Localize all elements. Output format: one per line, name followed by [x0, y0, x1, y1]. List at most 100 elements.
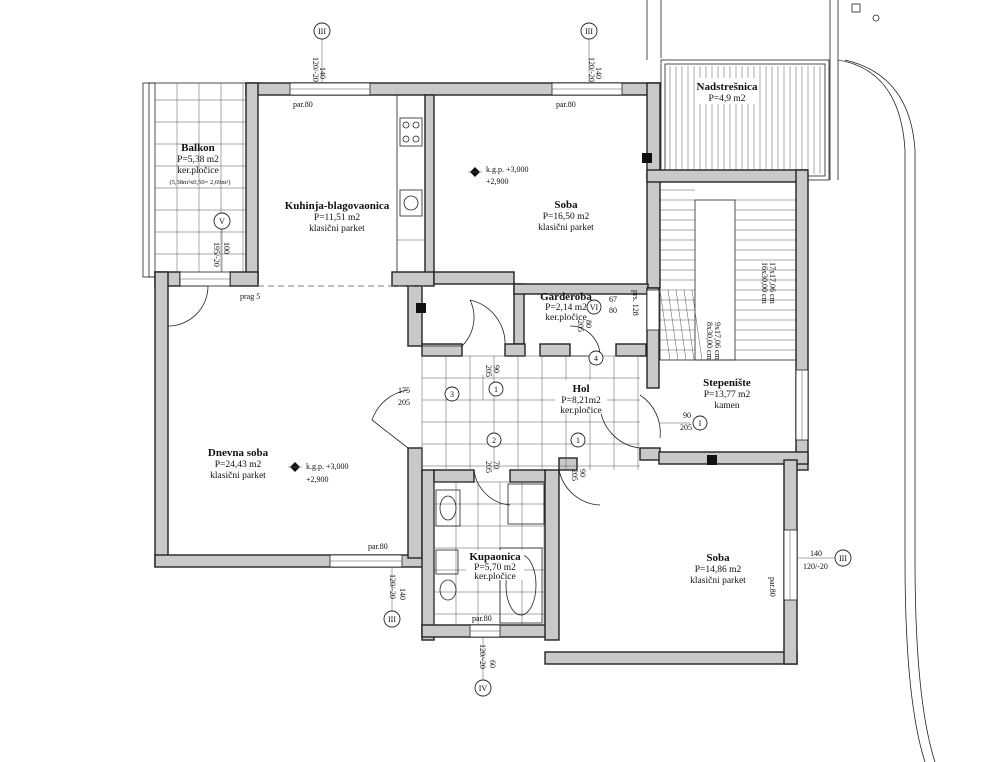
- svg-text:Stepenište: Stepenište: [703, 377, 751, 389]
- svg-text:VI: VI: [590, 303, 599, 312]
- column-1: [642, 153, 652, 163]
- room-label-soba-2: Soba P=14,86 m2 klasični parket: [690, 552, 746, 586]
- section-marker-III-right: III: [834, 549, 852, 567]
- svg-text:4: 4: [594, 354, 598, 363]
- svg-text:par.80: par.80: [472, 614, 492, 623]
- svg-text:Soba: Soba: [554, 199, 578, 211]
- svg-text:P=2,14 m2: P=2,14 m2: [545, 303, 587, 313]
- svg-text:120/-20: 120/-20: [478, 644, 487, 669]
- svg-text:(5,38m²x0,50= 2,69m²): (5,38m²x0,50= 2,69m²): [169, 179, 230, 186]
- section-marker-III-top-left: III: [313, 22, 331, 40]
- svg-text:140: 140: [594, 67, 603, 79]
- svg-text:I: I: [699, 419, 702, 428]
- room-label-nadstresnica: Nadstrešnica P=4,9 m2: [697, 78, 758, 104]
- svg-text:120/-20: 120/-20: [311, 57, 320, 82]
- svg-text:100: 100: [222, 242, 231, 254]
- section-marker-III-bottom: III: [383, 610, 401, 628]
- room-label-dnevna: Dnevna soba P=24,43 m2 klasični parket: [208, 447, 269, 481]
- svg-text:Balkon: Balkon: [181, 142, 215, 154]
- svg-text:ker.pločice: ker.pločice: [545, 313, 586, 323]
- svg-text:140: 140: [810, 549, 822, 558]
- svg-text:par.80: par.80: [556, 100, 576, 109]
- svg-text:90: 90: [683, 411, 691, 420]
- level-marker-lower: k.g.p. +3,000 +2,900: [288, 462, 349, 484]
- walls: [154, 82, 809, 665]
- svg-text:P=8,21m2: P=8,21m2: [561, 396, 601, 406]
- column-3: [707, 455, 717, 465]
- svg-text:III: III: [839, 554, 847, 563]
- svg-text:2: 2: [492, 436, 496, 445]
- svg-text:par.80: par.80: [368, 542, 388, 551]
- svg-text:ker.pločice: ker.pločice: [474, 572, 515, 582]
- svg-text:Hol: Hol: [572, 383, 589, 395]
- svg-text:Kupaonica: Kupaonica: [469, 551, 521, 563]
- level-marker-upper: k.g.p. +3,000 +2,900: [468, 165, 529, 186]
- svg-text:175: 175: [398, 386, 410, 395]
- svg-text:Kuhinja-blagovaonica: Kuhinja-blagovaonica: [285, 200, 390, 212]
- section-marker-I: I: [692, 415, 708, 431]
- svg-text:V: V: [219, 217, 225, 226]
- svg-text:prs. 128: prs. 128: [631, 290, 640, 316]
- svg-text:Soba: Soba: [706, 552, 730, 564]
- svg-text:par.80: par.80: [768, 577, 777, 597]
- svg-text:klasični parket: klasični parket: [538, 223, 594, 233]
- svg-text:1: 1: [576, 436, 580, 445]
- room-label-stepeniste: Stepenište P=13,77 m2 kamen: [703, 377, 751, 411]
- svg-text:16x30,00 cm: 16x30,00 cm: [760, 262, 769, 305]
- section-marker-IV: IV: [474, 679, 492, 697]
- svg-text:k.g.p. +3,000: k.g.p. +3,000: [486, 165, 529, 174]
- axis-lines: [221, 38, 835, 680]
- svg-text:P=5,38 m2: P=5,38 m2: [177, 155, 219, 165]
- windows: [179, 82, 809, 638]
- svg-text:klasični parket: klasični parket: [690, 576, 746, 586]
- svg-text:17x17,06 cm: 17x17,06 cm: [768, 262, 777, 305]
- room-label-kuhinja: Kuhinja-blagovaonica P=11,51 m2 klasični…: [285, 200, 390, 234]
- svg-text:205: 205: [484, 461, 493, 473]
- column-2: [416, 303, 426, 313]
- section-marker-VI: VI: [586, 299, 602, 315]
- svg-text:P=14,86 m2: P=14,86 m2: [695, 565, 742, 575]
- svg-text:P=24,43 m2: P=24,43 m2: [215, 460, 262, 470]
- door-marker-1a: 1: [488, 381, 504, 397]
- svg-text:70: 70: [492, 461, 501, 469]
- svg-text:205: 205: [398, 398, 410, 407]
- svg-text:9x17,06 cm: 9x17,06 cm: [713, 322, 722, 361]
- terrain-lines: [646, 0, 936, 762]
- svg-text:P=13,77 m2: P=13,77 m2: [704, 390, 751, 400]
- svg-text:205: 205: [576, 320, 585, 332]
- svg-text:klasični parket: klasični parket: [309, 224, 365, 234]
- svg-text:P=11,51 m2: P=11,51 m2: [314, 213, 360, 223]
- svg-text:60: 60: [488, 660, 497, 668]
- svg-text:prag 5: prag 5: [240, 292, 260, 301]
- svg-text:IV: IV: [479, 684, 488, 693]
- svg-text:+2,900: +2,900: [306, 475, 329, 484]
- doors: [167, 285, 661, 506]
- door-marker-2: 2: [486, 432, 502, 448]
- svg-text:+2,900: +2,900: [486, 177, 509, 186]
- room-label-kupaonica: Kupaonica P=5,70 m2 ker.pločice: [466, 550, 524, 582]
- room-label-soba-1: Soba P=16,50 m2 klasični parket: [538, 199, 594, 233]
- svg-text:3: 3: [450, 390, 454, 399]
- svg-text:80: 80: [609, 306, 617, 315]
- svg-text:195/-20: 195/-20: [212, 242, 221, 267]
- svg-text:ker.pločice: ker.pločice: [177, 166, 218, 176]
- svg-text:90: 90: [492, 365, 501, 373]
- svg-text:205: 205: [680, 423, 692, 432]
- room-label-hol: Hol P=8,21m2 ker.pločice: [555, 380, 607, 416]
- door-marker-4: 4: [588, 350, 604, 366]
- dimension-labels: 140 120/-20 140 120/-20 par.80 par.80 pa…: [212, 57, 828, 669]
- svg-text:k.g.p. +3,000: k.g.p. +3,000: [306, 462, 349, 471]
- bathroom-fixtures: [435, 483, 545, 624]
- svg-text:120/-20: 120/-20: [388, 574, 397, 599]
- svg-text:Dnevna soba: Dnevna soba: [208, 447, 269, 459]
- svg-text:80: 80: [584, 320, 593, 328]
- room-label-garderoba: Garderoba P=2,14 m2 ker.pločice: [540, 291, 592, 323]
- svg-text:120/-20: 120/-20: [803, 562, 828, 571]
- svg-text:Garderoba: Garderoba: [540, 291, 592, 303]
- svg-text:205: 205: [484, 365, 493, 377]
- kitchen-counter: [396, 94, 426, 273]
- svg-text:P=4,9 m2: P=4,9 m2: [708, 94, 745, 104]
- svg-text:III: III: [318, 27, 326, 36]
- svg-text:P=16,50 m2: P=16,50 m2: [543, 212, 590, 222]
- svg-text:III: III: [388, 615, 396, 624]
